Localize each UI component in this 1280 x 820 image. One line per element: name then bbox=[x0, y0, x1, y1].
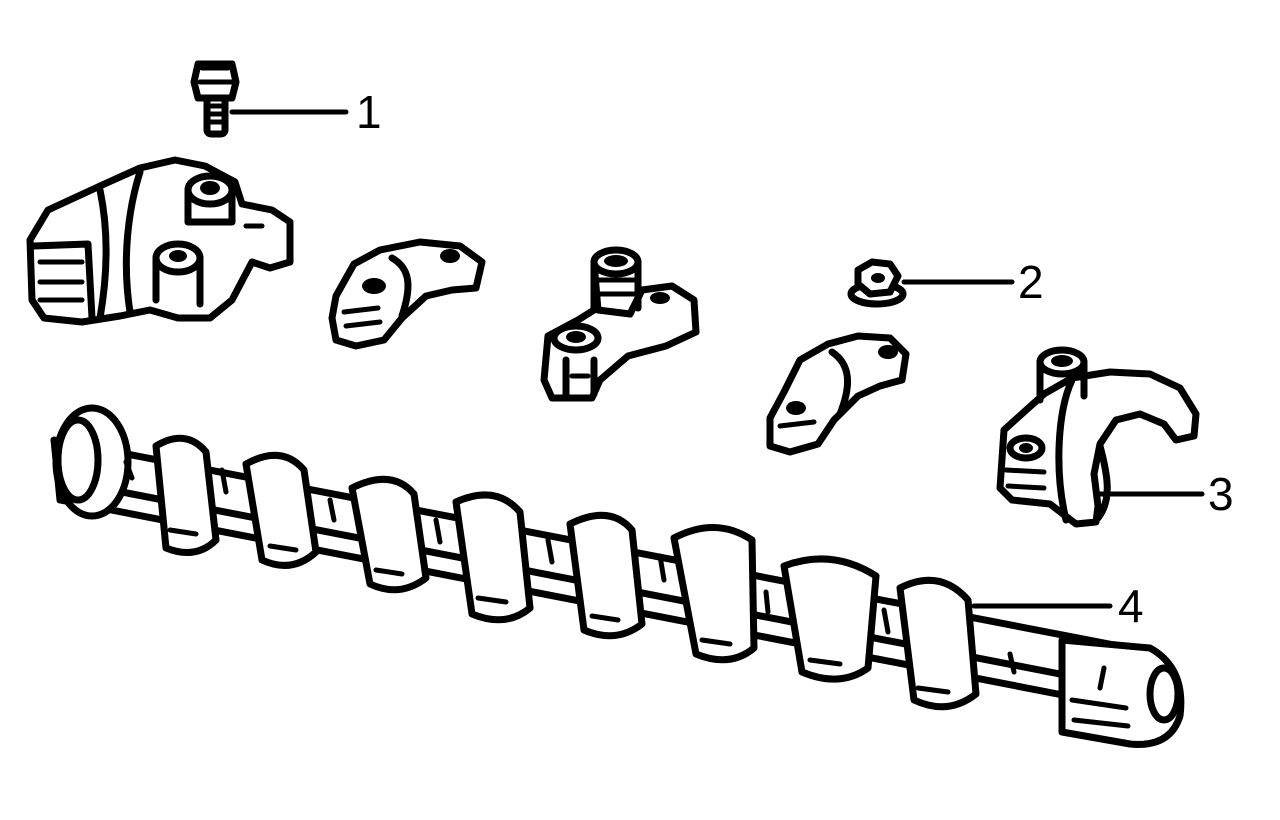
callout-4: 4 bbox=[1118, 580, 1144, 632]
bolt-icon bbox=[190, 60, 240, 138]
bearing-cap-icon bbox=[996, 346, 1200, 528]
end-bearing-cap-icon bbox=[26, 156, 294, 326]
callout-3: 3 bbox=[1208, 468, 1234, 520]
callout-1: 1 bbox=[356, 86, 382, 138]
nut-icon bbox=[847, 258, 907, 308]
bearing-cap-c-icon bbox=[766, 332, 910, 456]
leader-lines bbox=[229, 109, 1205, 609]
callout-2: 2 bbox=[1018, 256, 1044, 308]
bearing-cap-a-icon bbox=[328, 238, 486, 350]
bearing-cap-b-icon bbox=[540, 246, 700, 402]
camshaft-icon bbox=[50, 404, 1185, 748]
